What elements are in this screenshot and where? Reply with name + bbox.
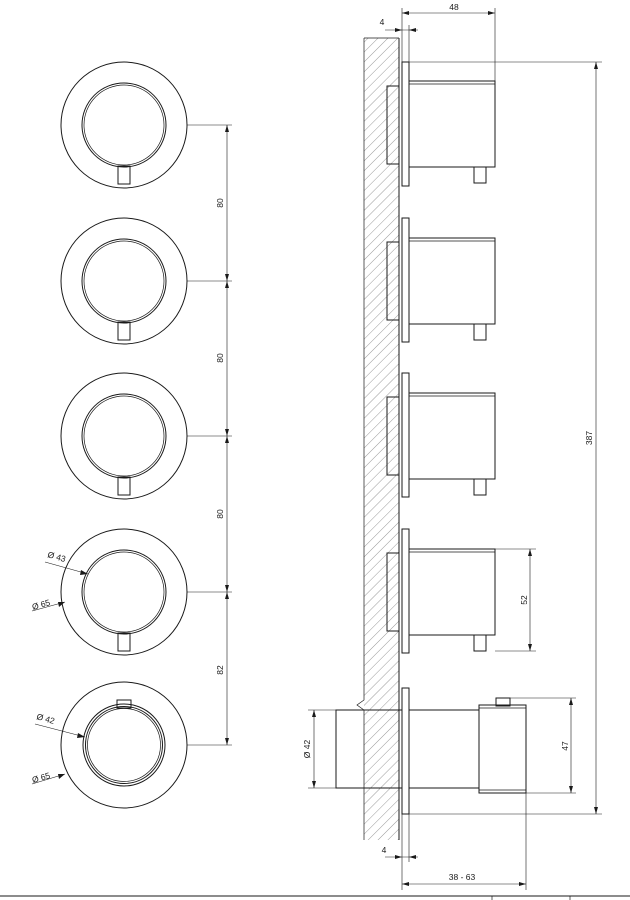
top-dimensions: 48 4 <box>380 2 496 81</box>
front-knob-1 <box>60 61 188 189</box>
side-mixer-3 <box>386 372 496 498</box>
depth-top-label: 48 <box>449 2 459 12</box>
spacing-label-3: 80 <box>215 509 225 519</box>
diam-inner-label-5: Ø 42 <box>35 711 56 726</box>
front-knob-4 <box>60 528 188 656</box>
spacing-label-2: 80 <box>215 353 225 363</box>
spacing-label-4: 82 <box>215 665 225 675</box>
drawing-frame-bottom <box>0 895 630 900</box>
diam-inner-label-4: Ø 43 <box>46 549 67 564</box>
wall-top-label: 4 <box>380 17 385 27</box>
front-knob-5 <box>60 681 188 809</box>
wall-bottom-label: 4 <box>382 845 387 855</box>
side-thermostatic <box>335 687 527 815</box>
side-mixer-1 <box>386 61 496 187</box>
diameter-leaders-knob-4: Ø 43 Ø 65 <box>31 549 89 612</box>
side-view: 48 4 387 52 <box>302 2 602 890</box>
bottom-dimensions: 4 38 - 63 <box>382 793 527 890</box>
depth-range-label: 38 - 63 <box>449 872 476 882</box>
thermo-height-dimension: 47 <box>510 697 576 794</box>
knob-height-label: 52 <box>519 595 529 605</box>
total-height-dimension: 387 <box>409 61 602 815</box>
front-knob-3 <box>60 372 188 500</box>
total-height-label: 387 <box>584 431 594 445</box>
thermo-height-label: 47 <box>560 741 570 751</box>
diam-outer-label-4: Ø 65 <box>31 597 52 612</box>
front-knob-2 <box>60 217 188 345</box>
body-diameter-label: Ø 42 <box>302 740 312 759</box>
diam-outer-label-5: Ø 65 <box>31 770 52 785</box>
spacing-label-1: 80 <box>215 198 225 208</box>
knob-height-dimension: 52 <box>495 548 536 652</box>
wall-section <box>356 37 400 840</box>
body-diameter-dimension: Ø 42 <box>302 709 336 789</box>
side-mixer-2 <box>386 217 496 343</box>
front-spacing-dimension: 80 80 80 82 <box>187 124 232 746</box>
side-mixer-4 <box>386 528 496 654</box>
diameter-leaders-knob-5: Ø 42 Ø 65 <box>31 711 86 785</box>
front-view: 80 80 80 82 Ø 43 Ø 65 Ø 42 Ø 65 <box>31 61 232 809</box>
